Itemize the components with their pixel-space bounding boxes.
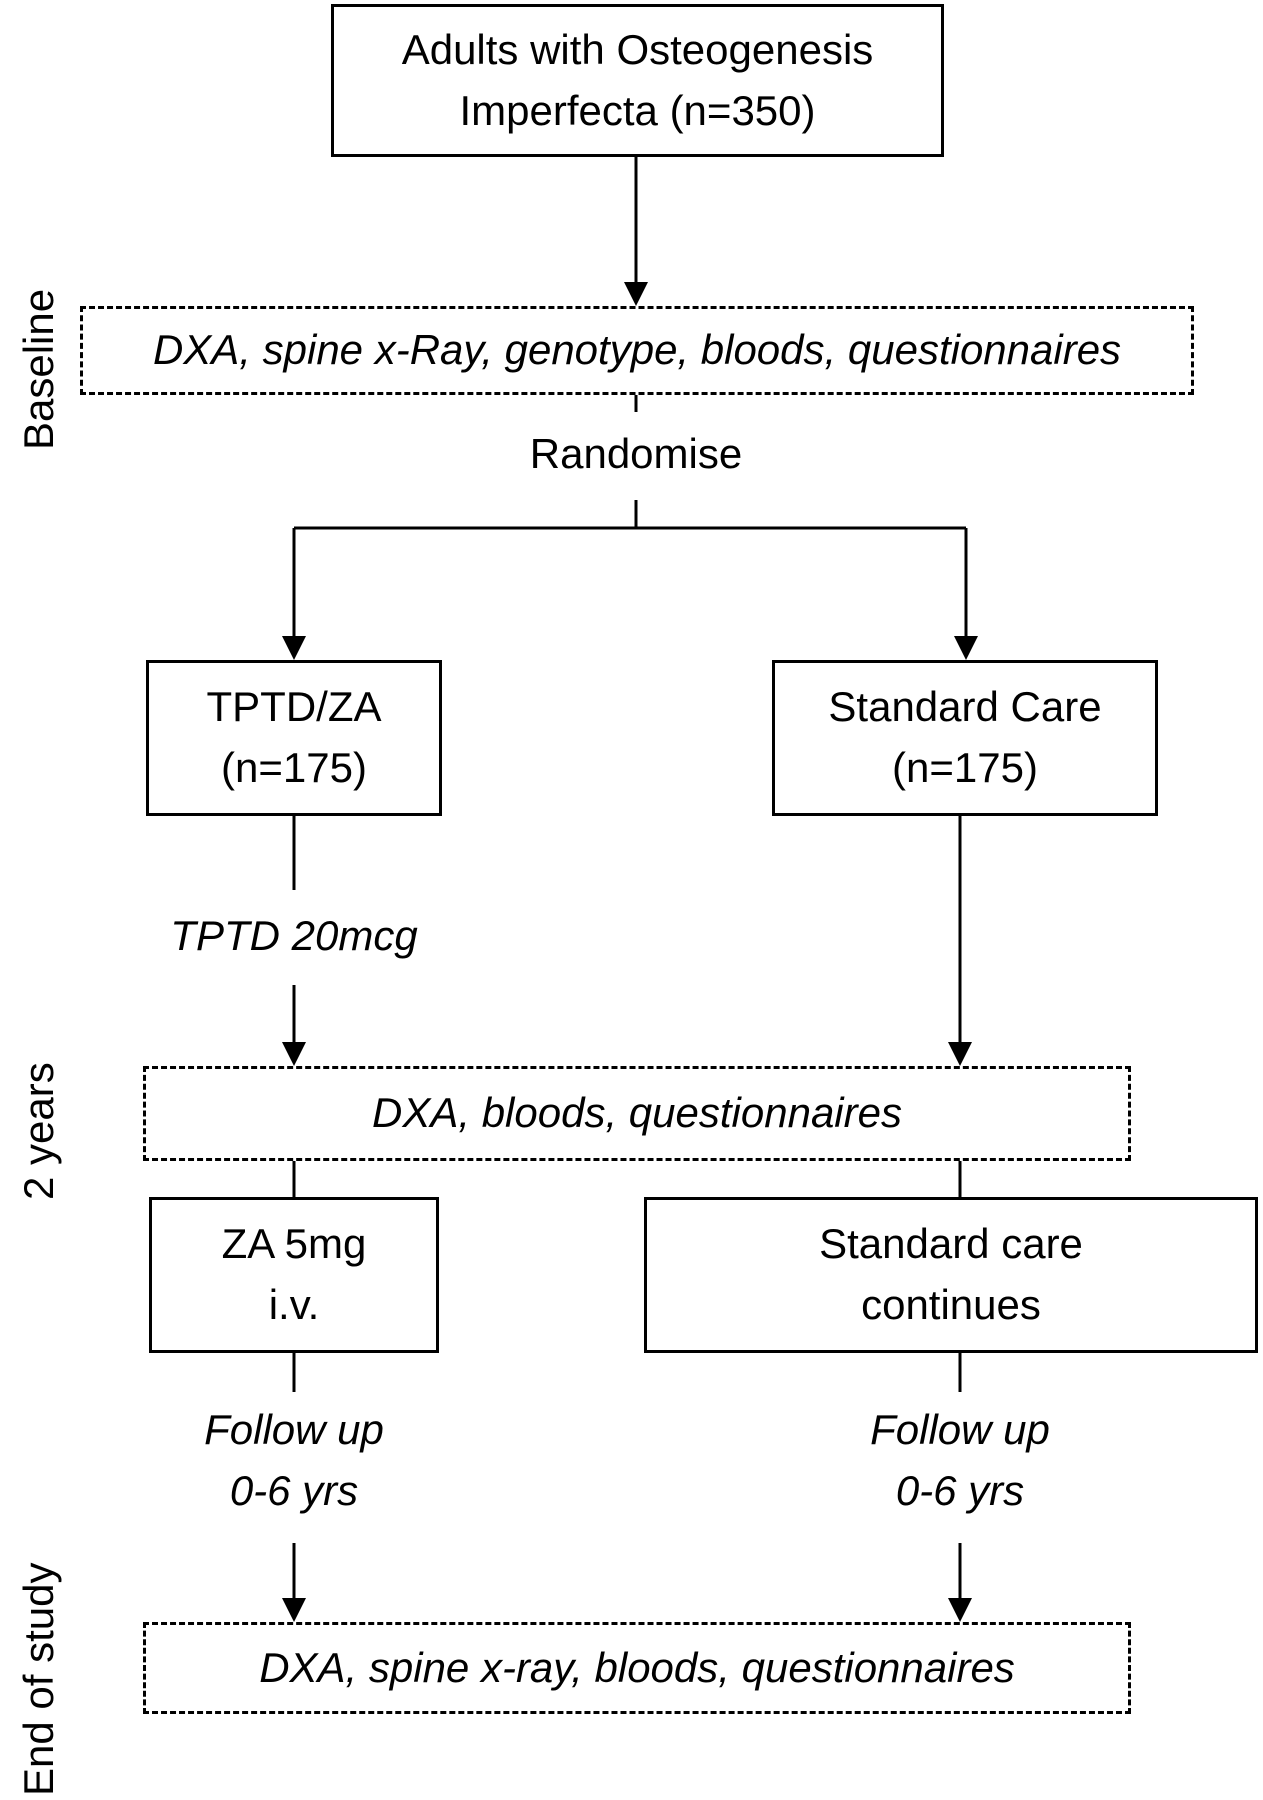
arrowhead [282, 636, 306, 660]
arrowhead [282, 1598, 306, 1622]
end-of-study-assessment-box: DXA, spine x-ray, bloods, questionnaires [143, 1622, 1131, 1714]
arm-standard-care-line2: (n=175) [892, 744, 1038, 791]
left-followup-line2: 0-6 yrs [229, 1466, 359, 1514]
za-infusion-line2: i.v. [268, 1281, 320, 1328]
arm-tptd-za-line1: TPTD/ZA [206, 683, 382, 731]
population-line1: Adults with Osteogenesis [401, 25, 874, 73]
za-infusion-line1: ZA 5mg [221, 1220, 367, 1268]
right-followup-line1: Follow up [870, 1406, 1050, 1453]
right-followup-line2: 0-6 yrs [895, 1466, 1025, 1514]
randomise-label: Randomise [476, 424, 796, 485]
population-box: Adults with Osteogenesis Imperfecta (n=3… [331, 4, 944, 157]
arrowhead [948, 1598, 972, 1622]
baseline-assessment-text: DXA, spine x-Ray, genotype, bloods, ques… [152, 326, 1122, 374]
end-of-study-assessment-text: DXA, spine x-ray, bloods, questionnaires [259, 1643, 1015, 1691]
standard-care-continues-line2: continues [861, 1281, 1041, 1328]
right-followup-label: Follow up 0-6 yrs [800, 1400, 1120, 1522]
arrowhead [282, 1042, 306, 1066]
side-label-two-years: 2 years [15, 1062, 62, 1200]
left-followup-line1: Follow up [204, 1406, 384, 1453]
standard-care-continues-box: Standard care continues [644, 1197, 1258, 1353]
arm-tptd-za-box: TPTD/ZA (n=175) [146, 660, 442, 816]
standard-care-continues-line1: Standard care [819, 1220, 1083, 1268]
arrowhead [954, 636, 978, 660]
arm-standard-care-line1: Standard Care [828, 683, 1102, 731]
side-label-end-of-study: End of study [15, 1562, 62, 1796]
arrowhead [948, 1042, 972, 1066]
population-line2: Imperfecta (n=350) [459, 86, 816, 134]
left-treatment-label: TPTD 20mcg [134, 906, 454, 967]
baseline-assessment-box: DXA, spine x-Ray, genotype, bloods, ques… [80, 306, 1194, 395]
arm-standard-care-box: Standard Care (n=175) [772, 660, 1158, 816]
two-year-assessment-text: DXA, bloods, questionnaires [372, 1089, 902, 1137]
za-infusion-box: ZA 5mg i.v. [149, 1197, 439, 1353]
two-year-assessment-box: DXA, bloods, questionnaires [143, 1066, 1131, 1161]
arrowhead [624, 282, 648, 306]
arm-tptd-za-line2: (n=175) [221, 744, 367, 791]
side-label-baseline: Baseline [15, 288, 62, 450]
left-followup-label: Follow up 0-6 yrs [134, 1400, 454, 1522]
